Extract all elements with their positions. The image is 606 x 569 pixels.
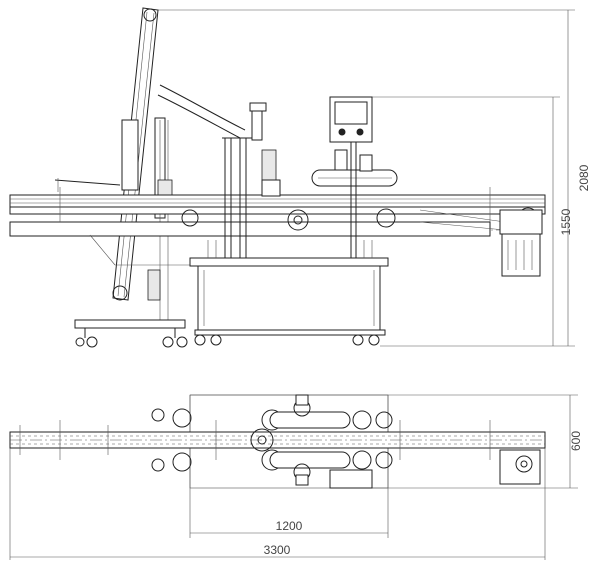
control-panel — [329, 96, 373, 258]
capping-wheels — [151, 394, 393, 486]
overall-height-label: 2080 — [577, 164, 591, 191]
overall-length-label: 3300 — [264, 543, 291, 557]
plan-end-drive — [499, 449, 541, 485]
plan-control-box — [329, 469, 373, 489]
main-conveyor — [9, 187, 546, 266]
inclined-elevator — [112, 7, 173, 320]
plan-view: 600 1200 3300 — [9, 394, 583, 560]
plan-conveyor — [9, 420, 546, 460]
capping-head — [222, 102, 398, 258]
chute — [54, 84, 246, 192]
machine-table — [189, 240, 389, 346]
elevator-cart — [74, 319, 188, 348]
plan-depth-label: 600 — [569, 431, 583, 451]
elevation-view: 2080 1550 — [9, 7, 591, 348]
table-length-label: 1200 — [276, 519, 303, 533]
end-drive-unit — [499, 209, 543, 277]
table-height-label: 1550 — [559, 208, 573, 235]
